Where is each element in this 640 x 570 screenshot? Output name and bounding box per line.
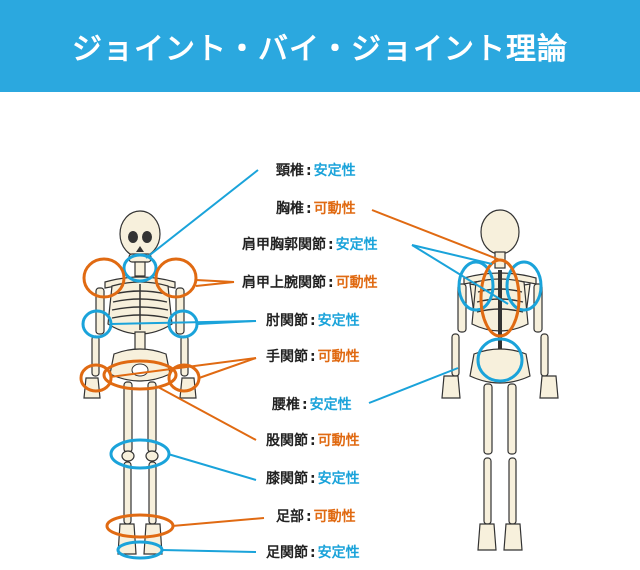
ring-shoulder-right [154,257,198,299]
label-elbow: 肘関節:安定性 [266,313,360,329]
page-title: ジョイント・バイ・ジョイント理論 [72,32,568,67]
label-thoracic: 胸椎:可動性 [276,201,356,217]
skeleton-illustration: .bone { fill: #f7f0dc; stroke: #333; str… [79,169,559,560]
ring-cervical-front [122,253,158,283]
ring-shoulder-left [82,257,126,299]
ring-knee-front [109,438,171,470]
label-ankle: 足関節:安定性 [266,545,360,561]
ring-hip-front [102,359,178,391]
label-hip: 股関節:可動性 [266,433,360,449]
front-skeleton [83,210,197,555]
label-wrist: 手関節:可動性 [266,349,360,365]
title-banner: ジョイント・バイ・ジョイント理論 [0,0,640,92]
skeleton-diagram: .bone { fill: #f7f0dc; stroke: #333; str… [0,92,640,570]
ring-foot-front [105,513,175,539]
label-foot: 足部:可動性 [276,509,356,525]
label-glenohumeral: 肩甲上腕関節:可動性 [242,275,378,291]
ring-scapula-right [505,260,543,312]
ring-lumbar-back [476,337,524,383]
label-lumbar: 腰椎:安定性 [272,397,352,413]
ring-wrist-left [79,363,113,393]
ring-scapula-left [457,260,495,312]
label-knee: 膝関節:安定性 [266,471,360,487]
label-cervical: 頸椎:安定性 [276,163,356,179]
label-scapulothoracic: 肩甲胸郭関節:安定性 [242,237,378,253]
